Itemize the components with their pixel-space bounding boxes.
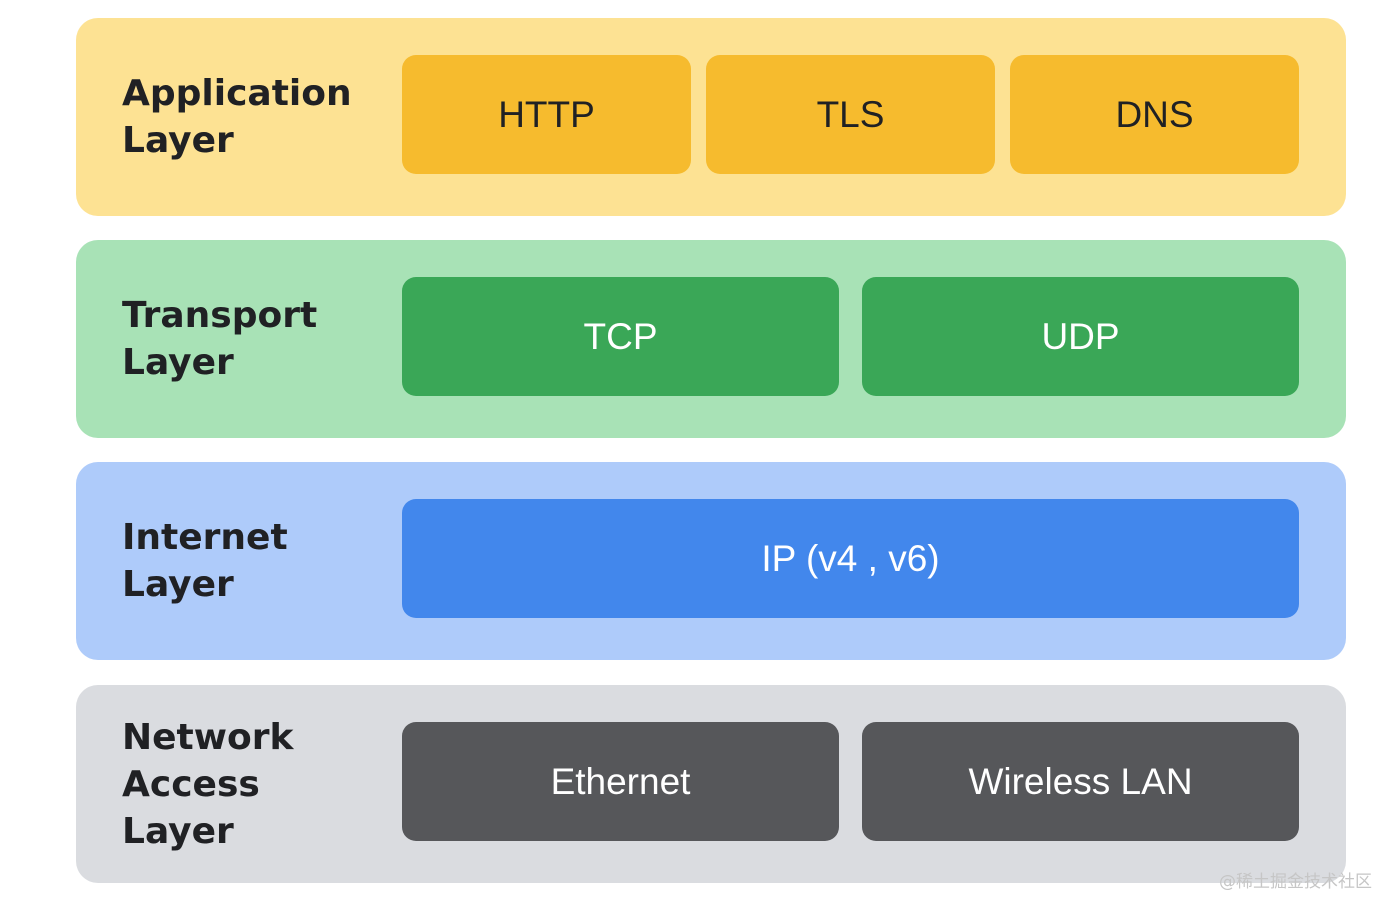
network-access-layer-label-line2: Access: [122, 763, 260, 805]
application-layer-label: Application Layer: [122, 18, 392, 216]
protocol-box-udp: UDP: [862, 277, 1299, 396]
protocol-box-tcp: TCP: [402, 277, 839, 396]
network-access-layer-label-line3: Layer: [122, 810, 234, 852]
network-access-layer-label: Network Access Layer: [122, 685, 392, 883]
protocol-box-ethernet: Ethernet: [402, 722, 839, 841]
application-layer-label-line1: Application: [122, 73, 352, 114]
application-layer-label-line2: Layer: [122, 120, 234, 161]
protocol-box-wireless-lan: Wireless LAN: [862, 722, 1299, 841]
application-layer: Application Layer HTTP TLS DNS: [76, 18, 1346, 216]
internet-layer: Internet Layer IP (v4 , v6): [76, 462, 1346, 660]
internet-layer-label: Internet Layer: [122, 462, 392, 660]
protocol-box-http: HTTP: [402, 55, 691, 174]
network-access-layer: Network Access Layer Ethernet Wireless L…: [76, 685, 1346, 883]
network-access-layer-label-line1: Network: [122, 716, 294, 758]
internet-layer-label-line2: Layer: [122, 564, 234, 605]
protocol-box-ip: IP (v4 , v6): [402, 499, 1299, 618]
protocol-box-dns: DNS: [1010, 55, 1299, 174]
transport-layer-label: Transport Layer: [122, 240, 392, 438]
transport-layer-label-line1: Transport: [122, 295, 318, 336]
protocol-box-tls: TLS: [706, 55, 995, 174]
transport-layer-label-line2: Layer: [122, 342, 234, 383]
transport-layer: Transport Layer TCP UDP: [76, 240, 1346, 438]
internet-layer-label-line1: Internet: [122, 517, 288, 558]
watermark: @稀土掘金技术社区: [1219, 872, 1372, 892]
